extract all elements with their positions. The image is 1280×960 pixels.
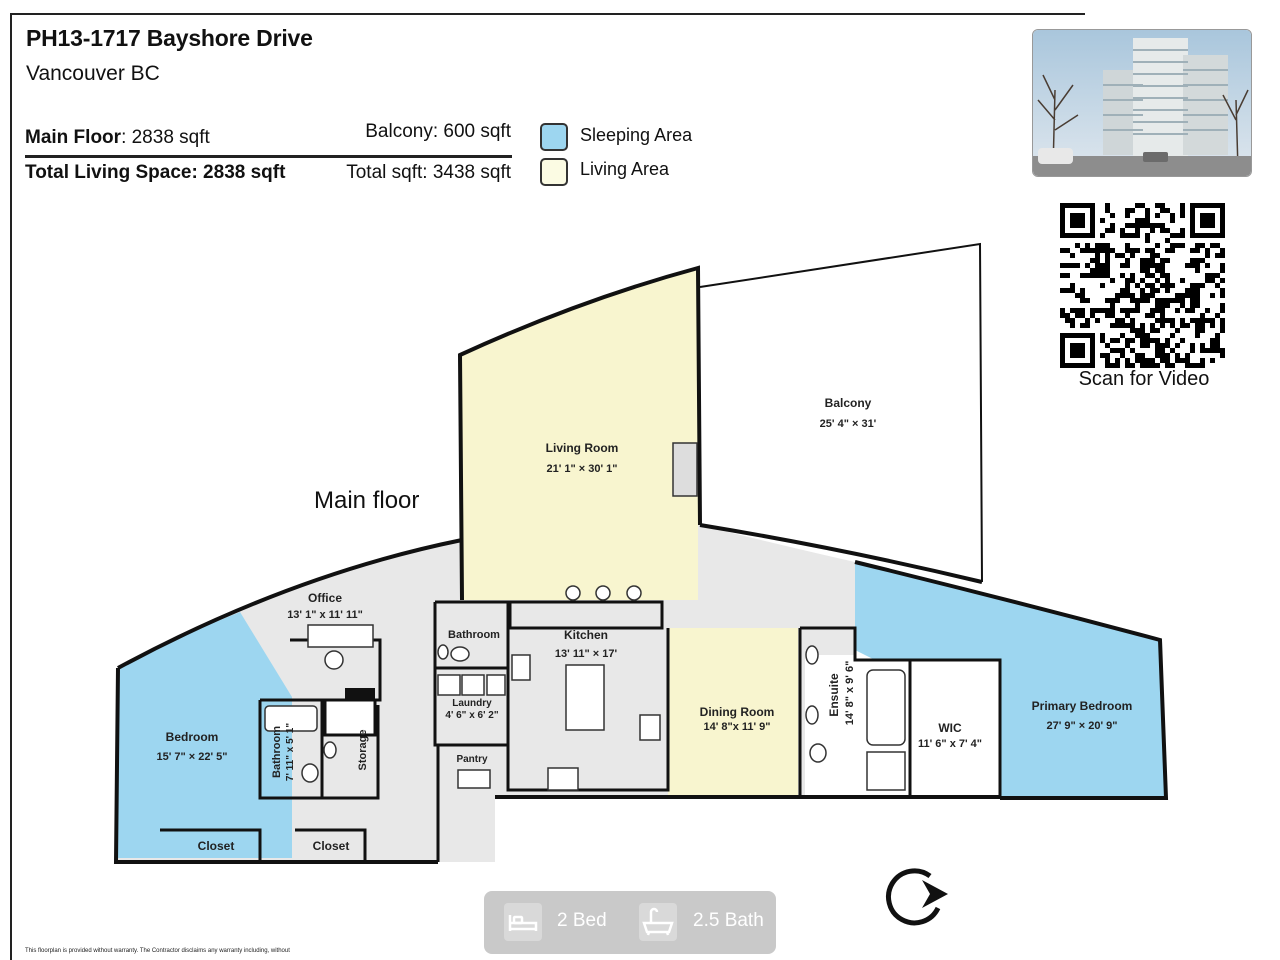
- sink-4: [323, 741, 337, 759]
- bedroom-outer-wall: [113, 667, 438, 864]
- pantry-name: Pantry: [456, 754, 488, 765]
- qr-code[interactable]: [1060, 203, 1225, 368]
- bed-count: 2 Bed: [557, 910, 607, 931]
- office-chair: [324, 650, 344, 670]
- balcony-dims: 25' 4" × 31': [820, 418, 877, 430]
- legend-swatch-sleeping: [540, 123, 568, 151]
- bathroom-side-dims: 7' 11" x 5' 1": [285, 723, 296, 781]
- pantry-shelf: [457, 769, 491, 789]
- bathroom-side-name: Bathroom: [271, 726, 283, 778]
- living-room-floor: [462, 268, 698, 600]
- laundry-dims: 4' 6" x 6' 2": [445, 710, 498, 721]
- building-photo: [1032, 29, 1252, 177]
- ensuite-name: Ensuite: [827, 673, 841, 717]
- toilet-1: [450, 646, 470, 662]
- bar-stool-3: [626, 585, 642, 601]
- bathroom-top-name: Bathroom: [448, 629, 500, 641]
- bath-count: 2.5 Bath: [693, 910, 764, 931]
- total-sqft-stat: Total sqft: 3438 sqft: [346, 162, 511, 183]
- total-living-stat: Total Living Space: 2838 sqft: [25, 162, 286, 183]
- wic-name: WIC: [938, 721, 962, 735]
- primary-bedroom-dims: 27' 9" × 20' 9": [1046, 720, 1117, 732]
- bar-stool-1: [565, 585, 581, 601]
- office-name: Office: [308, 591, 342, 605]
- fridge: [547, 767, 579, 791]
- bed-bath-summary: 2 Bed 2.5 Bath: [484, 891, 776, 954]
- balcony-curved-wall: [699, 523, 983, 584]
- kitchen-sink: [511, 654, 531, 681]
- disclaimer-text: This floorplan is provided without warra…: [25, 948, 290, 954]
- frame-top-border: [10, 13, 1085, 15]
- shower: [866, 751, 906, 791]
- bed-icon: [504, 903, 542, 941]
- closet-1-name: Closet: [198, 839, 235, 853]
- sink-3: [805, 705, 819, 725]
- kitchen-name: Kitchen: [564, 628, 608, 642]
- bathtub: [866, 669, 906, 746]
- storage-name: Storage: [357, 730, 369, 771]
- ensuite-walls: [800, 626, 1002, 797]
- bedroom-floor: [118, 612, 292, 858]
- primary-outer-wall: [854, 560, 1169, 800]
- main-floor-label: Main Floor: [25, 127, 122, 148]
- office-dims: 13' 1" x 11' 11": [287, 609, 363, 621]
- legend-label-sleeping: Sleeping Area: [580, 125, 693, 145]
- main-floor-value: : 2838 sqft: [121, 127, 210, 148]
- dryer: [461, 674, 485, 696]
- stats-divider: [25, 155, 512, 158]
- closet-2-name: Closet: [313, 839, 350, 853]
- bathtub-icon: [639, 903, 677, 941]
- toilet-2: [809, 743, 827, 763]
- bar-stool-2: [595, 585, 611, 601]
- balcony-name: Balcony: [825, 396, 872, 410]
- stove: [639, 714, 661, 741]
- laundry-sink: [486, 674, 506, 696]
- frame-left-border: [10, 13, 12, 960]
- laundry-walls: [433, 668, 508, 747]
- rotate-view-icon[interactable]: [886, 868, 948, 926]
- balcony-outline: [699, 242, 983, 583]
- kitchen-island: [565, 664, 605, 731]
- black-block: [345, 688, 375, 700]
- listing-address: PH13-1717 Bayshore Drive: [26, 25, 313, 51]
- washer: [437, 674, 461, 696]
- side-bath-tub: [264, 705, 318, 732]
- counter-walls: [508, 600, 664, 630]
- toilet-3: [301, 763, 319, 783]
- sink-1: [437, 644, 449, 660]
- bedroom-name: Bedroom: [166, 730, 219, 744]
- ensuite-dims: 14' 8" x 9' 6": [844, 661, 856, 726]
- living-room-name: Living Room: [546, 441, 619, 455]
- office-curved-wall: [117, 538, 463, 670]
- primary-bedroom-name: Primary Bedroom: [1032, 699, 1133, 713]
- closet-walls: [160, 828, 367, 860]
- balcony-stat: Balcony: 600 sqft: [365, 121, 511, 142]
- main-floor-stat: Main Floor: 2838 sqft: [25, 127, 210, 149]
- legend-label-living: Living Area: [580, 159, 670, 179]
- kitchen-dims: 13' 11" × 17': [555, 648, 618, 660]
- legend-swatch-living: [540, 158, 568, 186]
- dining-room-dims: 14' 8"x 11' 9": [703, 721, 770, 733]
- sink-2: [805, 645, 819, 665]
- bedroom-dims: 15' 7" × 22' 5": [156, 751, 227, 763]
- laundry-name: Laundry: [452, 698, 492, 709]
- living-room-dims: 21' 1" × 30' 1": [546, 463, 617, 475]
- living-room-wall: [457, 265, 702, 601]
- dining-room-floor: [668, 628, 798, 795]
- listing-city: Vancouver BC: [26, 62, 160, 85]
- bedroom-inner-wall: [258, 700, 380, 800]
- floor-label: Main floor: [314, 487, 420, 514]
- office-desk: [307, 624, 374, 648]
- wic-dims: 11' 6" x 7' 4": [918, 738, 982, 750]
- qr-caption: Scan for Video: [1078, 368, 1210, 390]
- kitchen-walls: [506, 602, 670, 792]
- dining-room-name: Dining Room: [700, 705, 775, 719]
- fireplace: [672, 442, 698, 497]
